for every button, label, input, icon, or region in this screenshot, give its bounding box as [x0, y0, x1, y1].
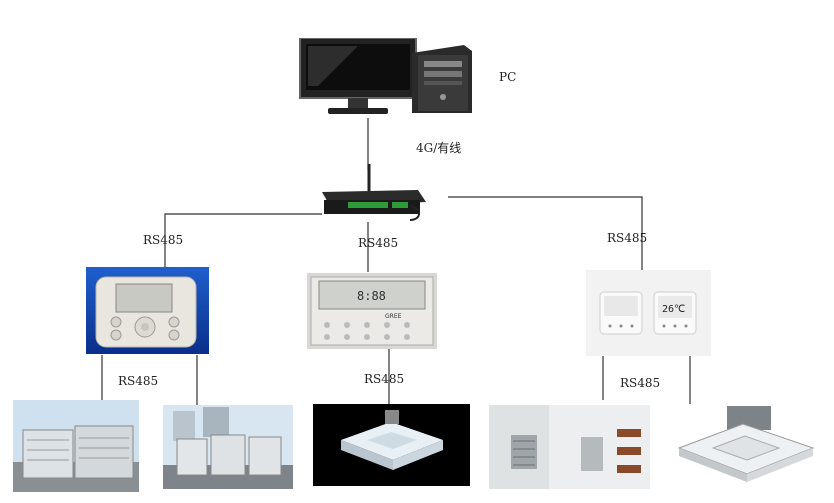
branch-right-line	[448, 196, 643, 270]
pc-tower-icon	[404, 45, 472, 113]
duct-vent-icon	[489, 405, 650, 489]
thermostat-icon: 26℃	[586, 270, 711, 356]
cassette-unit-icon	[673, 404, 820, 486]
controller-panel-icon	[86, 267, 209, 354]
pc-label: PC	[499, 70, 517, 84]
rs485-right-label: RS485	[607, 231, 648, 245]
rs485-left-lower-label: RS485	[118, 374, 159, 388]
gree-brand: GREE	[385, 313, 402, 320]
rs485-middle-label: RS485	[358, 236, 399, 250]
branch-left-line	[164, 213, 322, 268]
pc-monitor-icon	[298, 38, 418, 118]
rs485-middle-lower-label: RS485	[364, 372, 405, 386]
controller-panel-icon: 8:88 GREE	[307, 273, 437, 349]
svg-text:8:88: 8:88	[357, 289, 386, 303]
thermostat-display: 26℃	[662, 304, 685, 315]
cassette-unit-icon	[313, 404, 470, 486]
link-label: 4G/有线	[416, 141, 462, 155]
outdoor-unit-icon	[13, 400, 139, 492]
outdoor-unit-icon	[163, 405, 293, 489]
rs485-right-lower-label: RS485	[620, 376, 661, 390]
rs485-left-label: RS485	[143, 233, 184, 247]
gateway-icon	[318, 162, 428, 222]
